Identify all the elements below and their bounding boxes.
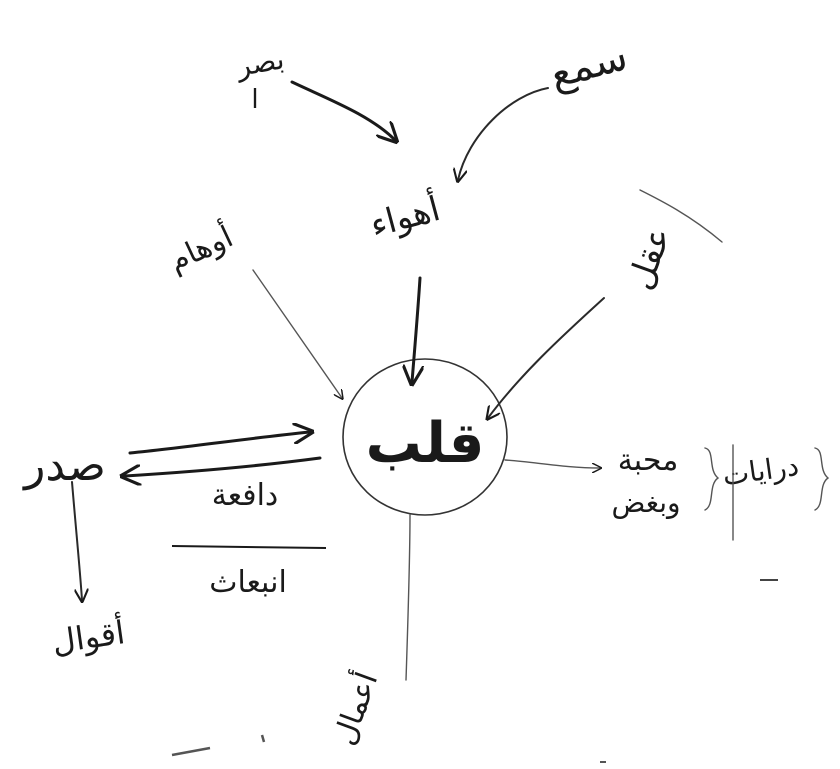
center-label: قلب xyxy=(366,411,485,476)
right-brace-left xyxy=(704,447,720,511)
center-circle xyxy=(342,358,508,516)
left-node-label: صدر xyxy=(22,440,106,491)
right-brace-right xyxy=(814,447,830,511)
left-below-node-label: أقوال xyxy=(49,611,127,661)
arrow-center-to-left xyxy=(124,456,322,476)
upper-right-scribble xyxy=(639,189,723,243)
top-node-label: أهواء xyxy=(365,186,444,246)
top-right-node-label: سمع xyxy=(545,33,632,98)
arrow-left-to-center xyxy=(128,432,310,455)
arrow-top-left-to-top xyxy=(290,80,395,140)
right-node-line1: محبة xyxy=(618,443,679,478)
right-node-line2: وبغض xyxy=(611,486,680,519)
arrow-label-line1: دافعة xyxy=(212,478,279,513)
upper-right-node-label: عقل xyxy=(620,222,679,295)
arrow-upper-left-to-center xyxy=(252,269,342,398)
stray-mark xyxy=(260,734,266,743)
arrow-label-line2: انبعاث xyxy=(209,565,287,600)
stray-mark xyxy=(171,746,211,757)
arrow-left-to-below xyxy=(71,481,82,600)
upper-left-node-label: أوهام xyxy=(162,216,239,279)
arrow-upper-right-to-center xyxy=(488,297,605,418)
arrow-top-right-to-top xyxy=(458,87,549,180)
top-left-node-label: بصر xyxy=(232,42,287,83)
arrow-top-to-center xyxy=(412,276,420,382)
arrow-center-to-bottom xyxy=(405,514,411,681)
top-left-mark: ا xyxy=(251,85,258,115)
arrow-label-divider xyxy=(171,545,327,549)
bottom-node-label: أعمال xyxy=(323,666,385,749)
arrow-center-to-right xyxy=(504,459,600,468)
